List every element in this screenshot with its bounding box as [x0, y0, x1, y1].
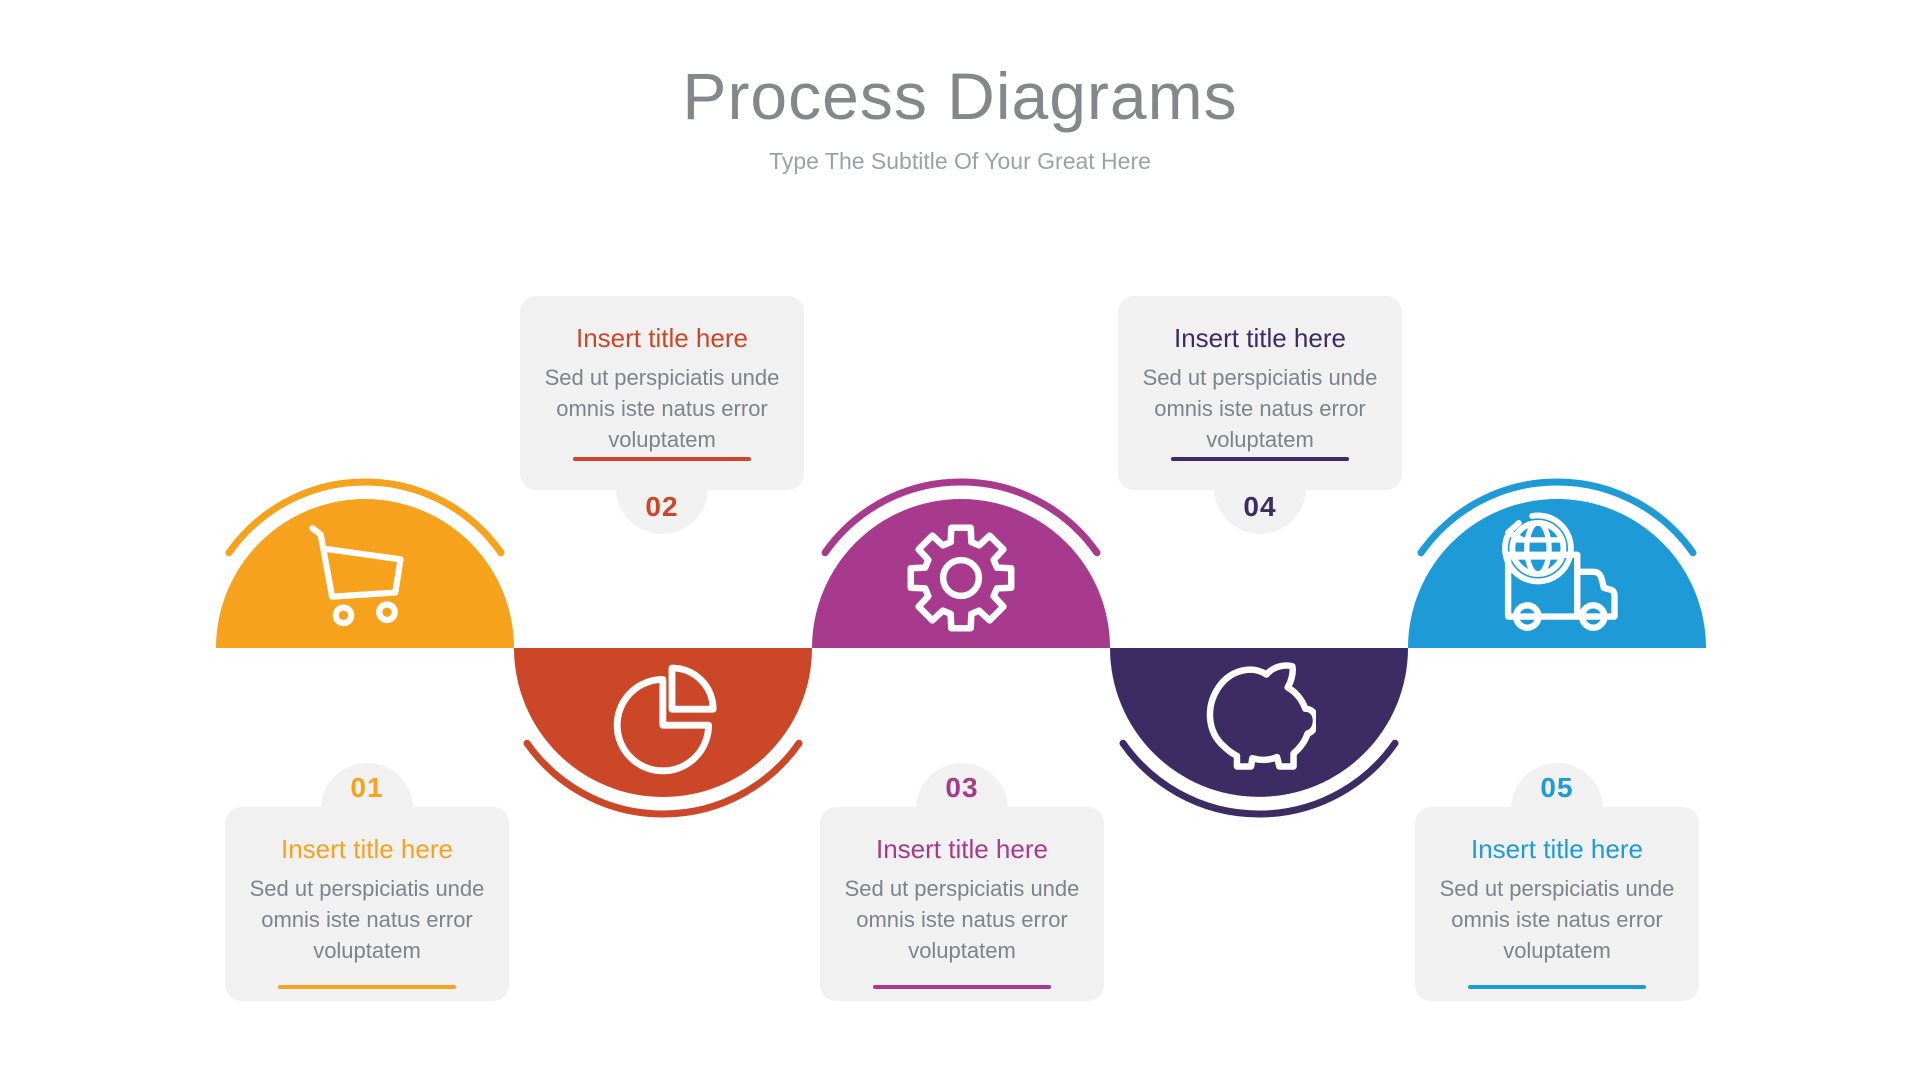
step-3-card: 03 Insert title here Sed ut perspiciatis… [820, 763, 1104, 1001]
step-4-number: 04 [1243, 491, 1277, 522]
step-5-arc [1417, 478, 1697, 557]
gear-icon [907, 524, 1015, 632]
step-5-underline [1468, 985, 1646, 989]
step-2-arc [523, 739, 803, 818]
step-2-underline [573, 457, 751, 461]
header: Process Diagrams Type The Subtitle Of Yo… [0, 58, 1920, 175]
step-3-underline [873, 985, 1051, 989]
step-5-description: Sed ut perspiciatis unde omnis iste natu… [1439, 876, 1675, 963]
page-title: Process Diagrams [682, 59, 1238, 133]
pie-chart-icon [613, 664, 717, 775]
step-5-title: Insert title here [1471, 834, 1643, 864]
step-3-title: Insert title here [876, 834, 1048, 864]
step-1-semicircle [216, 499, 514, 648]
step-2-number: 02 [645, 491, 679, 522]
step-3-number: 03 [945, 772, 979, 803]
step-3-description: Sed ut perspiciatis unde omnis iste natu… [844, 876, 1080, 963]
step-1-arc [225, 478, 505, 557]
step-2-title: Insert title here [576, 323, 748, 353]
step-3-arc [821, 478, 1101, 557]
piggy-bank-icon [1206, 662, 1316, 770]
step-4-semicircle [1110, 648, 1408, 797]
step-4-title: Insert title here [1174, 323, 1346, 353]
step-2-description: Sed ut perspiciatis unde omnis iste natu… [544, 365, 780, 452]
step-5-number: 05 [1540, 772, 1574, 803]
step-4-arc [1119, 739, 1399, 818]
step-1-number: 01 [350, 772, 384, 803]
shopping-cart-icon [309, 525, 404, 627]
step-1-underline [278, 985, 456, 989]
page-subtitle: Type The Subtitle Of Your Great Here [769, 148, 1151, 174]
step-3-semicircle [812, 499, 1110, 648]
step-1-title: Insert title here [281, 834, 453, 864]
delivery-truck-icon [1502, 512, 1618, 631]
step-1-description: Sed ut perspiciatis unde omnis iste natu… [249, 876, 485, 963]
step-4-description: Sed ut perspiciatis unde omnis iste natu… [1142, 365, 1378, 452]
step-4-underline [1171, 457, 1349, 461]
step-1-card: 01 Insert title here Sed ut perspiciatis… [225, 763, 509, 1001]
step-2-card: 02 Insert title here Sed ut perspiciatis… [520, 296, 804, 534]
step-4-card: 04 Insert title here Sed ut perspiciatis… [1118, 296, 1402, 534]
step-5-card: 05 Insert title here Sed ut perspiciatis… [1415, 763, 1699, 1001]
